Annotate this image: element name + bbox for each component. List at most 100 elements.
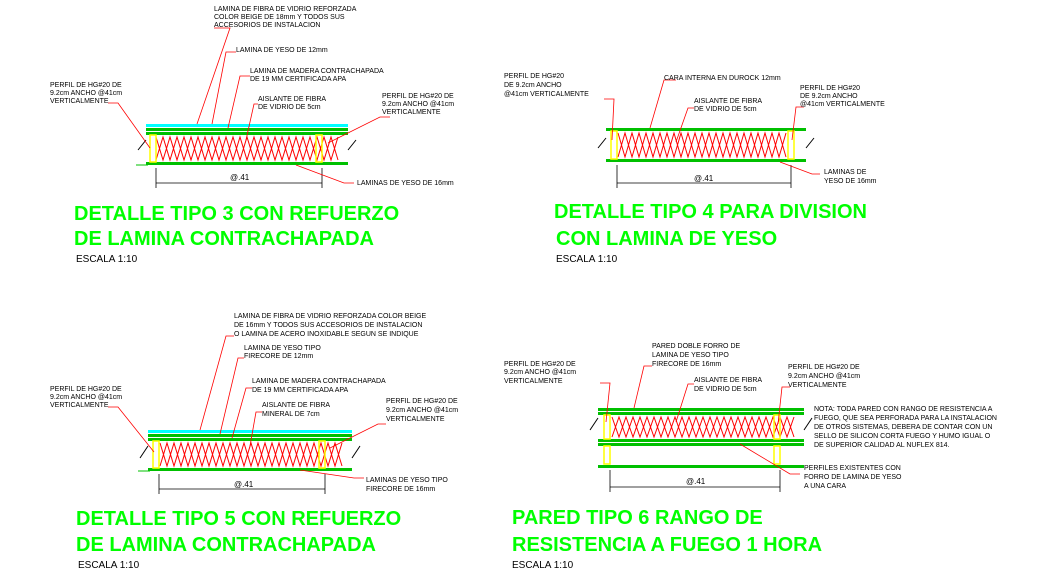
detail-5: @.41 LAMINA DE FIBRA DE VIDRIO REFORZADA…	[50, 313, 458, 571]
label-madera-1: LAMINA DE MADERA CONTRACHAPADA	[250, 68, 384, 75]
board-yeso-3	[598, 439, 804, 442]
fire-note-line-3: DE OTROS SISTEMAS, DEBERA DE CONTAR CON …	[814, 424, 992, 431]
board-fibra-vidrio	[146, 124, 348, 127]
label-laminas-yeso-16: LAMINAS DE YESO DE 16mm	[357, 180, 454, 187]
dimension-label: @.41	[230, 173, 250, 182]
fire-note-line-5: DE SUPERIOR CALIDAD AL NUFLEX 814.	[814, 442, 950, 449]
existing-stud-left	[603, 445, 611, 465]
label-pared-2: LAMINA DE YESO TIPO	[652, 352, 729, 359]
detail-title-line-1: DETALLE TIPO 5 CON REFUERZO	[76, 508, 401, 530]
label-perfil-right-2: 9.2cm ANCHO @41cm	[382, 101, 454, 108]
detail-scale: ESCALA 1:10	[512, 560, 574, 571]
detail-title-line-1: DETALLE TIPO 4 PARA DIVISION	[554, 201, 867, 223]
detail-title-line-2: RESISTENCIA A FUEGO 1 HORA	[512, 534, 822, 556]
label-perfil-right-1: PERFIL DE HG#20	[800, 85, 860, 92]
label-aislante-2: MINERAL DE 7cm	[262, 411, 320, 418]
insulation-zigzag	[155, 135, 339, 162]
board-yeso-16	[146, 162, 348, 165]
board-yeso-16	[606, 159, 806, 162]
detail-title-line-1: PARED TIPO 6 RANGO DE	[512, 507, 763, 529]
label-perfil-right-1: PERFIL DE HG#20 DE	[386, 398, 458, 405]
board-existente	[598, 465, 804, 468]
stud-left	[603, 414, 611, 440]
break-line-left	[139, 445, 149, 459]
wall-section-5	[138, 430, 361, 472]
label-perfil-right-2: DE 9.2cm ANCHO	[800, 93, 858, 100]
label-perfil-right-3: VERTICALMENTE	[386, 416, 445, 423]
leaders-4	[604, 79, 820, 175]
detail-scale: ESCALA 1:10	[78, 560, 140, 571]
wall-section-6	[589, 408, 813, 468]
label-laminas-1: LAMINAS DE	[824, 169, 867, 176]
break-line-right	[803, 417, 813, 431]
dimension-3: @.41	[155, 168, 323, 188]
label-aislante-1: AISLANTE DE FIBRA	[694, 98, 762, 105]
dimension-label: @.41	[694, 174, 714, 183]
label-perfil-right-3: VERTICALMENTE	[788, 382, 847, 389]
existing-stud-right	[773, 445, 781, 465]
label-perfil-left-1: PERFIL DE HG#20 DE	[50, 386, 122, 393]
detail-scale: ESCALA 1:10	[556, 254, 618, 265]
insulation-zigzag-2	[611, 415, 795, 439]
label-perfil-right-1: PERFIL DE HG#20 DE	[788, 364, 860, 371]
break-line-right	[351, 445, 361, 459]
label-fibra-vidrio-1: LAMINA DE FIBRA DE VIDRIO REFORZADA	[214, 6, 357, 13]
label-madera-2: DE 19 MM CERTIFICADA APA	[250, 76, 347, 83]
label-fibra-vidrio-3: O LAMINA DE ACERO INOXIDABLE SEGUN SE IN…	[234, 331, 419, 338]
label-madera-2: DE 19 MM CERTIFICADA APA	[252, 387, 349, 394]
insulation-zigzag-2	[617, 131, 787, 159]
label-aislante-2: DE VIDRIO DE 5cm	[694, 106, 757, 113]
insulation-zigzag-2	[159, 441, 343, 468]
label-perfil-right-2: 9.2cm ANCHO @41cm	[386, 407, 458, 414]
label-fibra-vidrio-1: LAMINA DE FIBRA DE VIDRIO REFORZADA COLO…	[234, 313, 426, 320]
annotations-6: PARED DOBLE FORRO DE LAMINA DE YESO TIPO…	[504, 343, 997, 490]
dimension-5: @.41	[158, 474, 326, 494]
break-line-left	[589, 417, 599, 431]
leaders-3	[108, 27, 390, 184]
label-aislante-1: AISLANTE DE FIBRA	[262, 402, 330, 409]
label-yeso-12: LAMINA DE YESO DE 12mm	[236, 47, 328, 54]
detail-title-line-2: DE LAMINA CONTRACHAPADA	[74, 228, 374, 250]
detail-6: @.41 PARED DOBLE FORRO DE LAMINA DE YESO…	[504, 343, 997, 571]
stud-right	[787, 130, 795, 160]
board-madera	[146, 132, 348, 135]
annotations-4: CARA INTERNA EN DUROCK 12mm AISLANTE DE …	[504, 73, 885, 185]
label-perfil-left-2: 9.2cm ANCHO @41cm	[504, 369, 576, 376]
label-pared-3: FIRECORE DE 16mm	[652, 361, 721, 368]
stud-right	[773, 414, 781, 440]
stud-left	[610, 130, 618, 160]
insulation-zigzag	[611, 415, 795, 439]
label-perfil-left-3: VERTICALMENTE	[50, 402, 109, 409]
label-fibra-vidrio-3: ACCESORIOS DE INSTALACION	[214, 22, 320, 29]
label-aislante-2: DE VIDRIO DE 5cm	[258, 104, 321, 111]
stud-right	[318, 440, 326, 469]
label-perfil-left-2: 9.2cm ANCHO @41cm	[50, 394, 122, 401]
label-perfil-left-3: VERTICALMENTE	[504, 378, 563, 385]
label-existentes-3: A UNA CARA	[804, 483, 846, 490]
label-perfil-left-2: 9.2cm ANCHO @41cm	[50, 90, 122, 97]
board-yeso-4	[598, 443, 804, 446]
annotations-5: LAMINA DE FIBRA DE VIDRIO REFORZADA COLO…	[50, 313, 458, 493]
label-perfil-right-3: @41cm VERTICALMENTE	[800, 101, 885, 108]
stud-left	[149, 134, 157, 163]
break-line-left	[137, 139, 147, 151]
label-perfil-left-1: PERFIL DE HG#20 DE	[504, 361, 576, 368]
board-yeso-1	[598, 408, 804, 411]
label-laminas-2: YESO DE 16mm	[824, 178, 877, 185]
dimension-6: @.41	[609, 470, 781, 492]
label-perfil-left-2: DE 9.2cm ANCHO	[504, 82, 562, 89]
detail-4: @.41 CARA INTERNA EN DUROCK 12mm AISLANT…	[504, 73, 885, 265]
detail-title-line-2: CON LAMINA DE YESO	[556, 228, 777, 250]
label-existentes-1: PERFILES EXISTENTES CON	[804, 465, 901, 472]
label-existentes-2: FORRO DE LAMINA DE YESO	[804, 474, 902, 481]
insulation-zigzag	[617, 131, 787, 159]
leaders-5	[108, 335, 386, 479]
label-perfil-right-3: VERTICALMENTE	[382, 109, 441, 116]
label-perfil-left-1: PERFIL DE HG#20 DE	[50, 82, 122, 89]
label-fibra-vidrio-2: DE 16mm Y TODOS SUS ACCESORIOS DE INSTAL…	[234, 322, 422, 329]
fire-note-line-4: SELLO DE SILICON CORTA FUEGO Y HUMO IGUA…	[814, 433, 991, 440]
label-pared-1: PARED DOBLE FORRO DE	[652, 343, 740, 350]
detail-3: @.41 LAMINA DE FIBRA DE VIDRIO REFORZADA…	[50, 6, 454, 265]
insulation-zigzag	[159, 441, 343, 468]
